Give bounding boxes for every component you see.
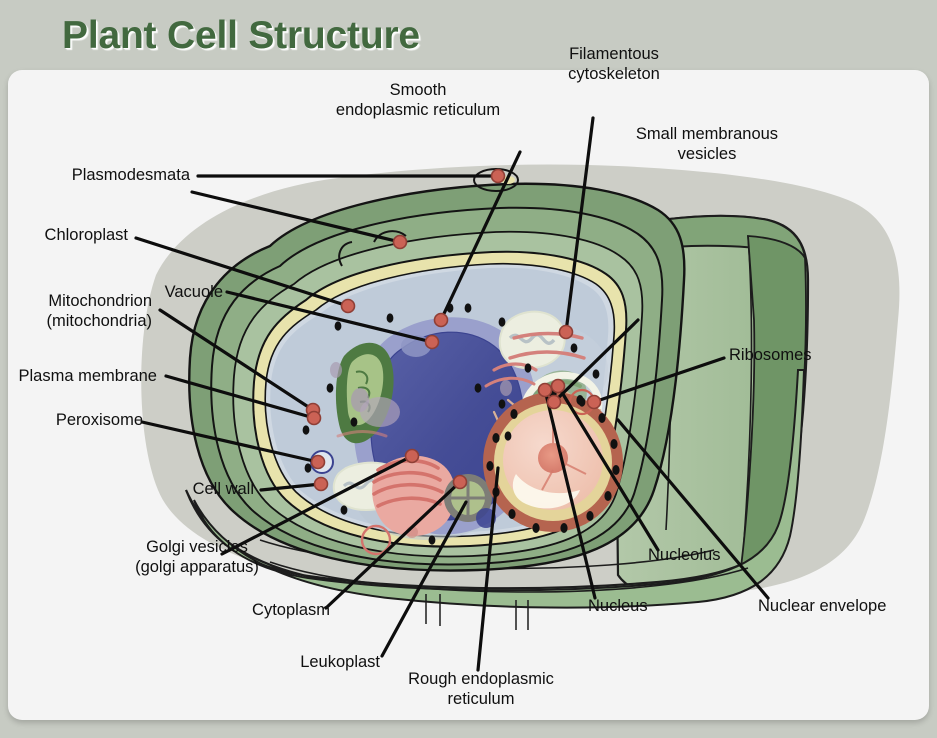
ribosomes xyxy=(302,303,600,545)
label-nucleus[interactable]: Nucleus xyxy=(588,597,648,615)
label-filamentous-cytoskeleton[interactable]: Filamentous cytoskeleton xyxy=(568,45,660,83)
label-leukoplast[interactable]: Leukoplast xyxy=(300,653,380,671)
label-smooth-er[interactable]: Smooth endoplasmic reticulum xyxy=(335,81,501,119)
label-nuclear-envelope[interactable]: Nuclear envelope xyxy=(758,597,887,615)
plant-cell-diagram xyxy=(134,116,900,672)
label-cytoplasm[interactable]: Cytoplasm xyxy=(252,601,330,619)
label-plasma-membrane[interactable]: Plasma membrane xyxy=(18,367,157,385)
page-title: Plant Cell Structure xyxy=(62,14,420,57)
label-ribosomes[interactable]: Ribosomes xyxy=(729,346,812,364)
rough-endoplasmic-reticulum xyxy=(336,331,586,438)
label-plasmodesmata[interactable]: Plasmodesmata xyxy=(71,166,190,184)
label-golgi-vesicles[interactable]: Golgi vesicles (golgi apparatus) xyxy=(135,538,259,576)
label-rough-er[interactable]: Rough endoplasmic reticulum xyxy=(408,670,554,708)
label-cell-wall[interactable]: Cell wall xyxy=(192,480,254,498)
leader-dots xyxy=(305,168,602,492)
leader-lines xyxy=(134,116,770,672)
label-small-membranous-vesicles[interactable]: Small membranous vesicles xyxy=(635,125,779,163)
label-nucleolus[interactable]: Nucleolus xyxy=(648,546,721,564)
label-vacuole[interactable]: Vacuole xyxy=(164,283,223,301)
label-chloroplast[interactable]: Chloroplast xyxy=(44,226,128,244)
diagram-card xyxy=(8,70,929,720)
label-mitochondrion[interactable]: Mitochondrion (mitochondria) xyxy=(46,292,152,330)
header-band: Plant Cell Structure xyxy=(0,0,937,74)
label-peroxisome[interactable]: Peroxisome xyxy=(55,411,143,429)
nucleus xyxy=(483,389,623,533)
